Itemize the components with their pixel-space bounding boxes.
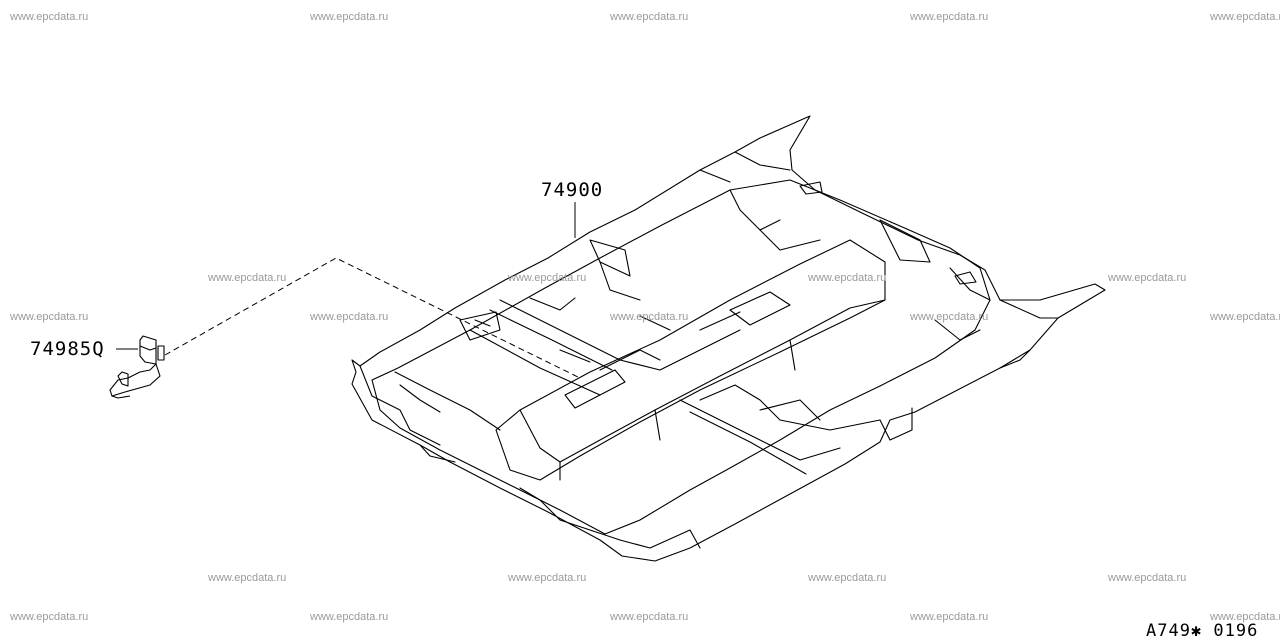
- watermark: www.epcdata.ru: [610, 11, 689, 23]
- floor-carpet-drawing: [351, 115, 1106, 562]
- watermark: www.epcdata.ru: [910, 611, 989, 623]
- clip-drawing: [109, 335, 165, 399]
- watermark: www.epcdata.ru: [10, 611, 89, 623]
- leader-lines: [116, 202, 581, 379]
- watermark: www.epcdata.ru: [310, 611, 389, 623]
- watermark: www.epcdata.ru: [508, 272, 587, 284]
- watermark: www.epcdata.ru: [1210, 11, 1280, 23]
- watermark: www.epcdata.ru: [610, 311, 689, 323]
- watermark: www.epcdata.ru: [508, 572, 587, 584]
- watermark: www.epcdata.ru: [310, 11, 389, 23]
- part-number-74985q[interactable]: 74985Q: [30, 338, 105, 360]
- watermark: www.epcdata.ru: [310, 311, 389, 323]
- figure-code: A749✱ 0196: [1146, 621, 1259, 641]
- watermark: www.epcdata.ru: [610, 611, 689, 623]
- watermark: www.epcdata.ru: [808, 272, 887, 284]
- watermark: www.epcdata.ru: [910, 311, 989, 323]
- watermark: www.epcdata.ru: [208, 272, 287, 284]
- watermark: www.epcdata.ru: [808, 572, 887, 584]
- watermark: www.epcdata.ru: [1108, 572, 1187, 584]
- watermark: www.epcdata.ru: [1108, 272, 1187, 284]
- watermark: www.epcdata.ru: [1210, 611, 1280, 623]
- watermark: www.epcdata.ru: [10, 311, 89, 323]
- watermark: www.epcdata.ru: [10, 11, 89, 23]
- watermark: www.epcdata.ru: [910, 11, 989, 23]
- dashed-leader: [164, 257, 581, 379]
- part-number-74900[interactable]: 74900: [541, 179, 604, 201]
- watermark: www.epcdata.ru: [1210, 311, 1280, 323]
- watermark: www.epcdata.ru: [208, 572, 287, 584]
